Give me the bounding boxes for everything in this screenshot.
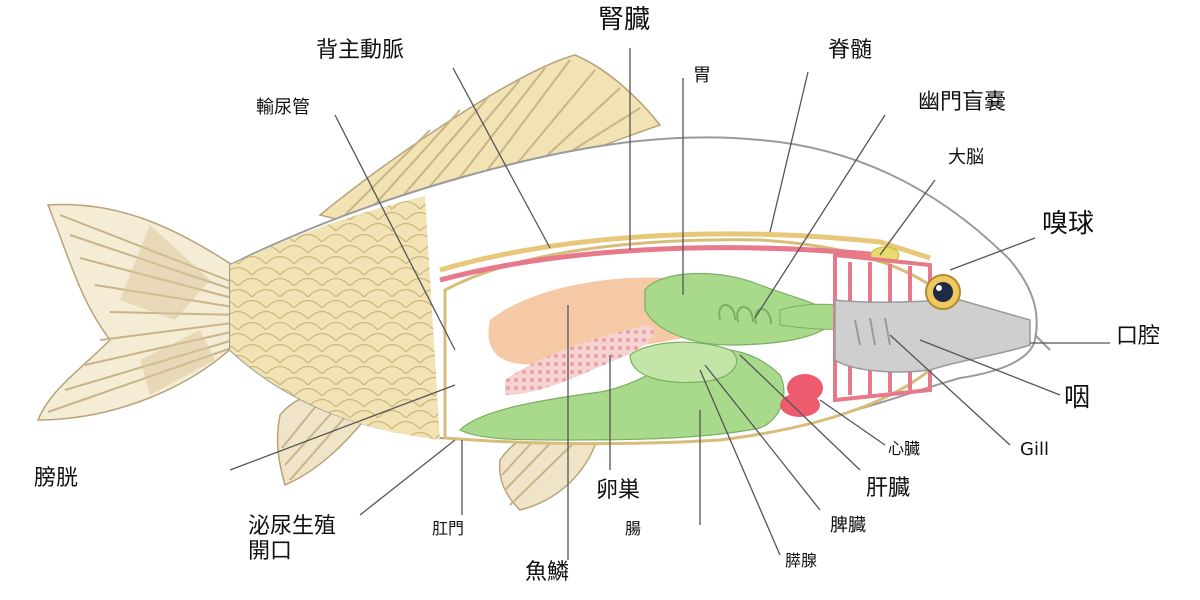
label-heart: 心臓 <box>888 439 921 458</box>
label-oral-cavity: 口腔 <box>1116 324 1161 349</box>
label-stomach: 胃 <box>693 65 711 86</box>
label-liver: 肝臓 <box>866 476 911 501</box>
gill-arches <box>833 252 1031 403</box>
label-pancreas: 膵腺 <box>785 551 818 570</box>
pyloric-caeca <box>718 304 772 325</box>
label-spleen: 脾臓 <box>830 515 866 536</box>
label-kidney: 腎臓 <box>598 5 651 35</box>
label-gill: Gill <box>1020 439 1049 460</box>
label-spinal-cord: 脊髄 <box>828 38 873 63</box>
label-urogenital-opening: 泌尿生殖 開口 <box>248 514 337 565</box>
label-olfactory-bulb: 嗅球 <box>1042 209 1095 239</box>
label-dorsal-aorta: 背主動脈 <box>316 38 405 63</box>
ovary-organ <box>505 325 654 395</box>
label-bladder: 膀胱 <box>34 466 79 491</box>
label-intestine: 腸 <box>625 519 642 538</box>
label-anus: 肛門 <box>432 519 465 538</box>
label-scales: 魚鱗 <box>525 560 570 585</box>
caudal-fin <box>36 203 241 421</box>
label-ureter: 輸尿管 <box>256 97 310 118</box>
label-pyloric-caeca: 幽門盲嚢 <box>918 90 1007 115</box>
label-pharynx: 咽 <box>1064 383 1091 413</box>
leader-lines <box>229 48 1110 560</box>
eye <box>925 274 961 310</box>
label-ovary: 卵巣 <box>596 478 641 503</box>
label-brain: 大脳 <box>948 147 984 168</box>
heart-organ <box>780 374 823 417</box>
